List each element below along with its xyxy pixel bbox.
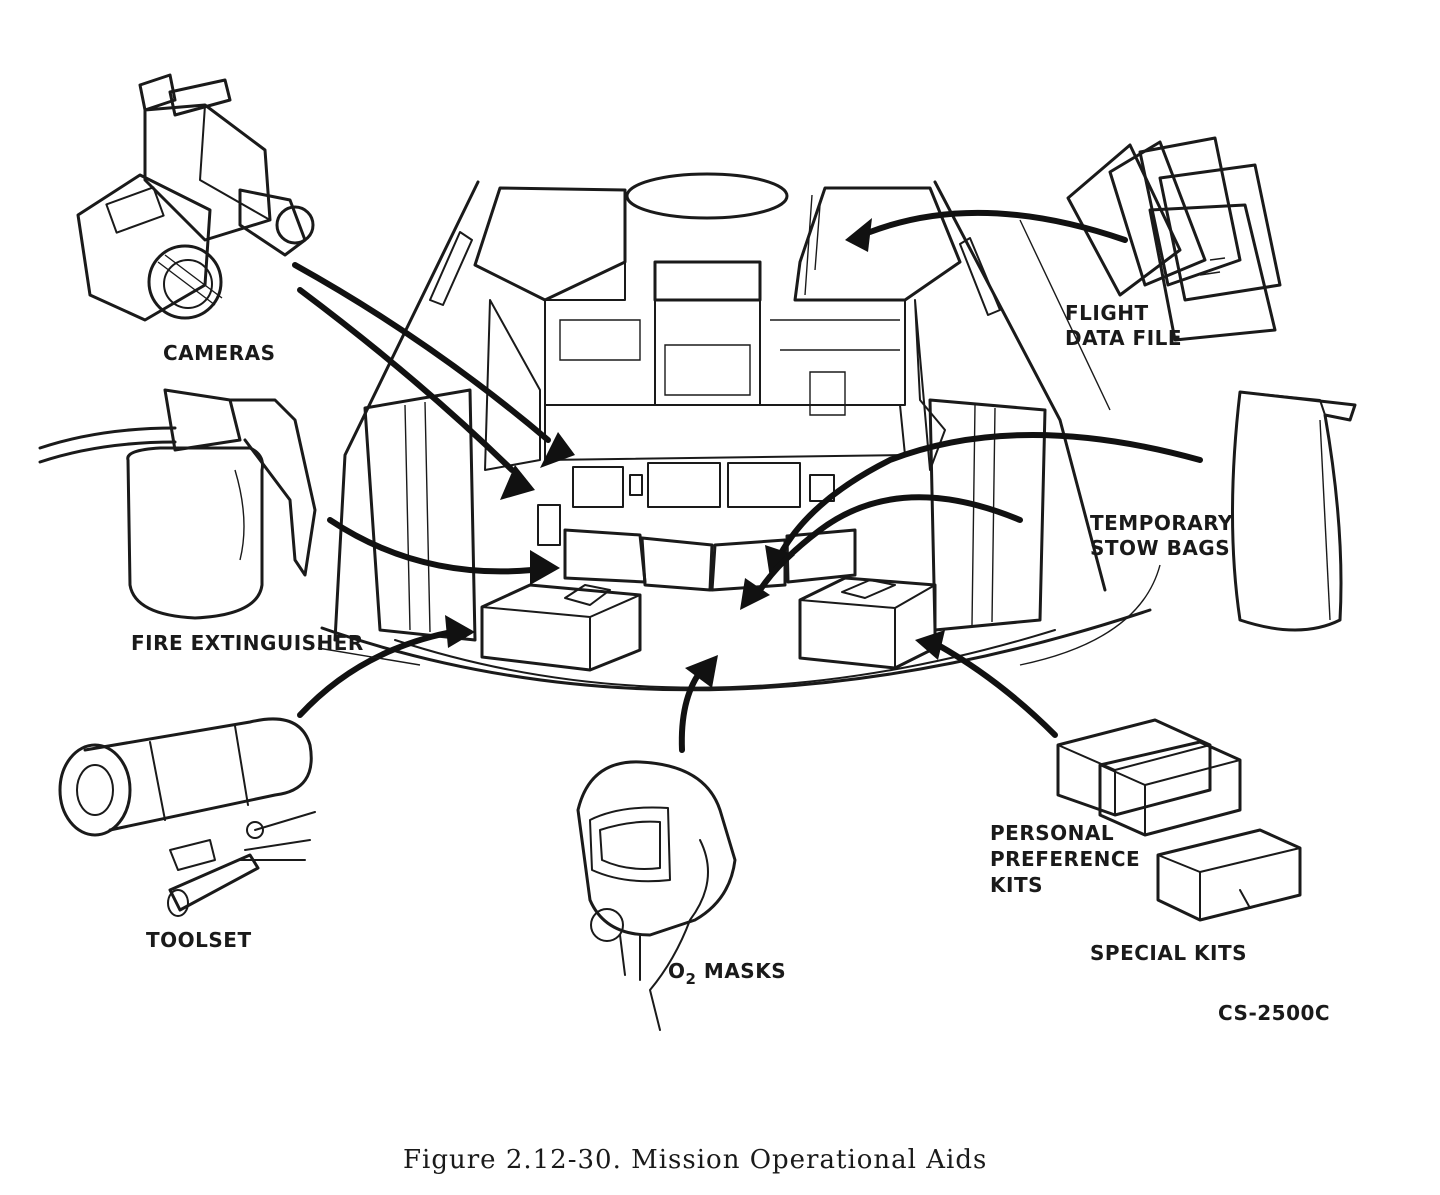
- label-flight-data-file-line1: FLIGHT: [1065, 301, 1149, 325]
- label-ppk-line3: KITS: [990, 873, 1043, 897]
- arrow-stow-bags-2: [757, 494, 1023, 593]
- command-module-cabin: [320, 172, 1152, 692]
- label-ppk-line1: PERSONAL: [990, 821, 1114, 845]
- arrow-flight-data-file: [867, 209, 1128, 243]
- label-flight-data-file-line2: DATA FILE: [1065, 326, 1182, 350]
- toolset-illustration: [58, 717, 316, 917]
- arrow-o2-masks: [678, 669, 703, 753]
- arrow-fire-extinguisher: [327, 517, 535, 575]
- fire-extinguisher-illustration: [38, 388, 317, 620]
- camera-illustration: [76, 73, 315, 322]
- leader-lines: [317, 219, 1161, 666]
- arrow-cameras-1: [292, 262, 551, 443]
- arrows: [292, 209, 1203, 753]
- label-cameras: CAMERAS: [163, 341, 276, 365]
- arrow-stow-bags-1: [777, 432, 1203, 558]
- label-stow-bags-line1: TEMPORARY: [1090, 511, 1233, 535]
- arrow-toolset: [297, 629, 455, 718]
- arrow-cameras-2: [297, 287, 515, 473]
- label-fire-extinguisher: FIRE EXTINGUISHER: [131, 631, 364, 655]
- label-toolset: TOOLSET: [146, 928, 252, 952]
- drawing-id: CS-2500C: [1218, 1001, 1330, 1025]
- label-o2-masks: O2 MASKS: [668, 959, 786, 988]
- flight-data-file-illustration: [1066, 136, 1282, 342]
- personal-preference-kits-illustration: [1056, 718, 1242, 837]
- o2-mask-illustration: [576, 760, 737, 1031]
- special-kits-illustration: [1156, 828, 1302, 922]
- figure-caption: Figure 2.12-30. Mission Operational Aids: [403, 1145, 987, 1175]
- arrow-personal-kits: [935, 642, 1058, 738]
- label-special-kits: SPECIAL KITS: [1090, 941, 1247, 965]
- label-ppk-line2: PREFERENCE: [990, 847, 1140, 871]
- label-stow-bags-line2: STOW BAGS: [1090, 536, 1230, 560]
- stow-bag-illustration: [1231, 390, 1357, 632]
